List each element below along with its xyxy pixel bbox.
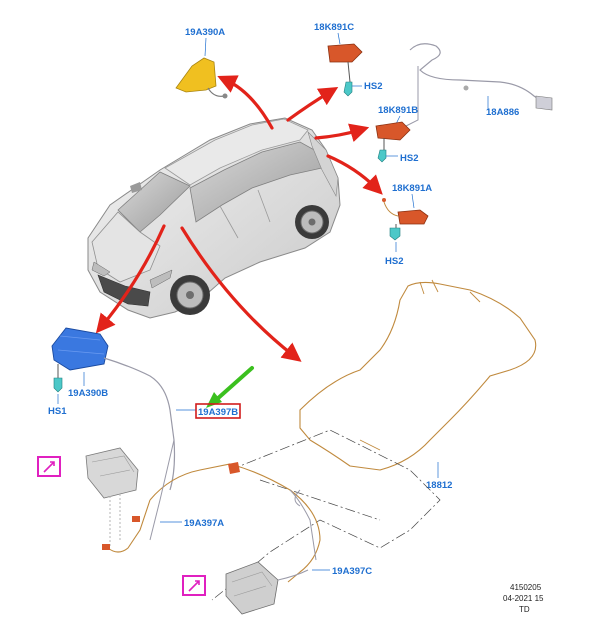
arrow-to-roof-antenna (217, 75, 274, 130)
label-19a397c: 19A397C (332, 566, 372, 577)
antenna-module-19a390b (51, 327, 109, 371)
roof-antenna-assembly: 19A390A (175, 27, 228, 99)
arrow-to-18k891a (326, 154, 383, 195)
receiver-module-box (85, 447, 139, 499)
arrow-to-19a390b (95, 224, 166, 334)
label-hs2-b: HS2 (400, 153, 418, 164)
fastener-hs1 (53, 377, 63, 393)
arrow-to-18k891c (286, 87, 339, 122)
floor-harness-18812 (299, 281, 537, 471)
cable-18a886 (409, 43, 547, 105)
module-cable (103, 357, 176, 491)
fastener-hs2-a (389, 227, 401, 241)
harness-connector (228, 462, 240, 474)
fastener-hs2-b (377, 149, 387, 163)
label-18k891c: 18K891C (314, 22, 354, 33)
connector-18k891b-assembly: 18K891B HS2 (375, 105, 418, 164)
car-mirror (130, 182, 142, 193)
label-18812: 18812 (426, 480, 452, 491)
label-hs2-c: HS2 (364, 81, 382, 92)
connector-18k891b (375, 121, 411, 141)
note-icon[interactable] (37, 456, 61, 477)
label-19a390a: 19A390A (185, 27, 225, 38)
arrow-to-18k891b (314, 123, 370, 142)
car-roof (164, 118, 309, 186)
receiver-module-lower (225, 561, 309, 615)
note-icon[interactable] (182, 575, 206, 596)
car-tail-section (307, 130, 339, 197)
lower-harness (149, 463, 321, 583)
vehicle-illustration (87, 117, 341, 319)
car-wheel-front (170, 275, 210, 315)
connector-18k891a-assembly: 18K891A HS2 (382, 183, 432, 267)
connector-18a886-end (535, 95, 553, 111)
connector-18k891c-assembly: 18K891C HS2 (314, 22, 382, 97)
label-18k891b: 18K891B (378, 105, 418, 116)
label-hs2-a: HS2 (385, 256, 403, 267)
lower-routing-outline (107, 429, 441, 601)
car-headlight-left (91, 261, 111, 277)
green-arrow (214, 366, 254, 402)
car-headlight-right (149, 269, 173, 289)
car-door-line (219, 189, 271, 239)
footer-ref: 4150205 (510, 583, 542, 592)
label-19a397b: 19A397B (198, 407, 238, 418)
antenna-cable (207, 87, 225, 97)
label-18k891a: 18K891A (392, 183, 432, 194)
shark-fin-antenna (175, 57, 217, 93)
label-hs1: HS1 (48, 406, 67, 417)
antenna-cable-end (222, 93, 228, 99)
footer-initials: TD (519, 605, 530, 614)
receiver-module-lower-box (225, 561, 279, 615)
label-19a390b: 19A390B (68, 388, 108, 399)
car-wheel-rear (295, 205, 329, 239)
connector-18k891c (327, 43, 363, 63)
cable-18a886-assembly: 18A886 (405, 43, 553, 127)
drawing-reference: 4150205 04-2021 15 TD (503, 583, 544, 614)
connector-18k891a (397, 209, 429, 225)
receiver-module-upper (85, 447, 140, 550)
highlight-box-19a397b (195, 403, 241, 419)
connector-orange-small (102, 544, 110, 550)
outline-dashdot (211, 429, 441, 601)
label-19a397a: 19A397A (184, 518, 224, 529)
module-19a390b-assembly: HS1 19A390B (48, 327, 176, 491)
car-grille (97, 274, 151, 307)
fastener-hs2-c (343, 81, 353, 97)
footer-date: 04-2021 15 (503, 594, 544, 603)
harness-18812-assembly: 18812 (299, 279, 537, 491)
location-arrows (95, 75, 383, 362)
cable-19a397b-callout: 19A397B (176, 366, 254, 419)
label-18a886: 18A886 (486, 107, 519, 118)
arrow-to-harness-18812 (180, 226, 302, 362)
